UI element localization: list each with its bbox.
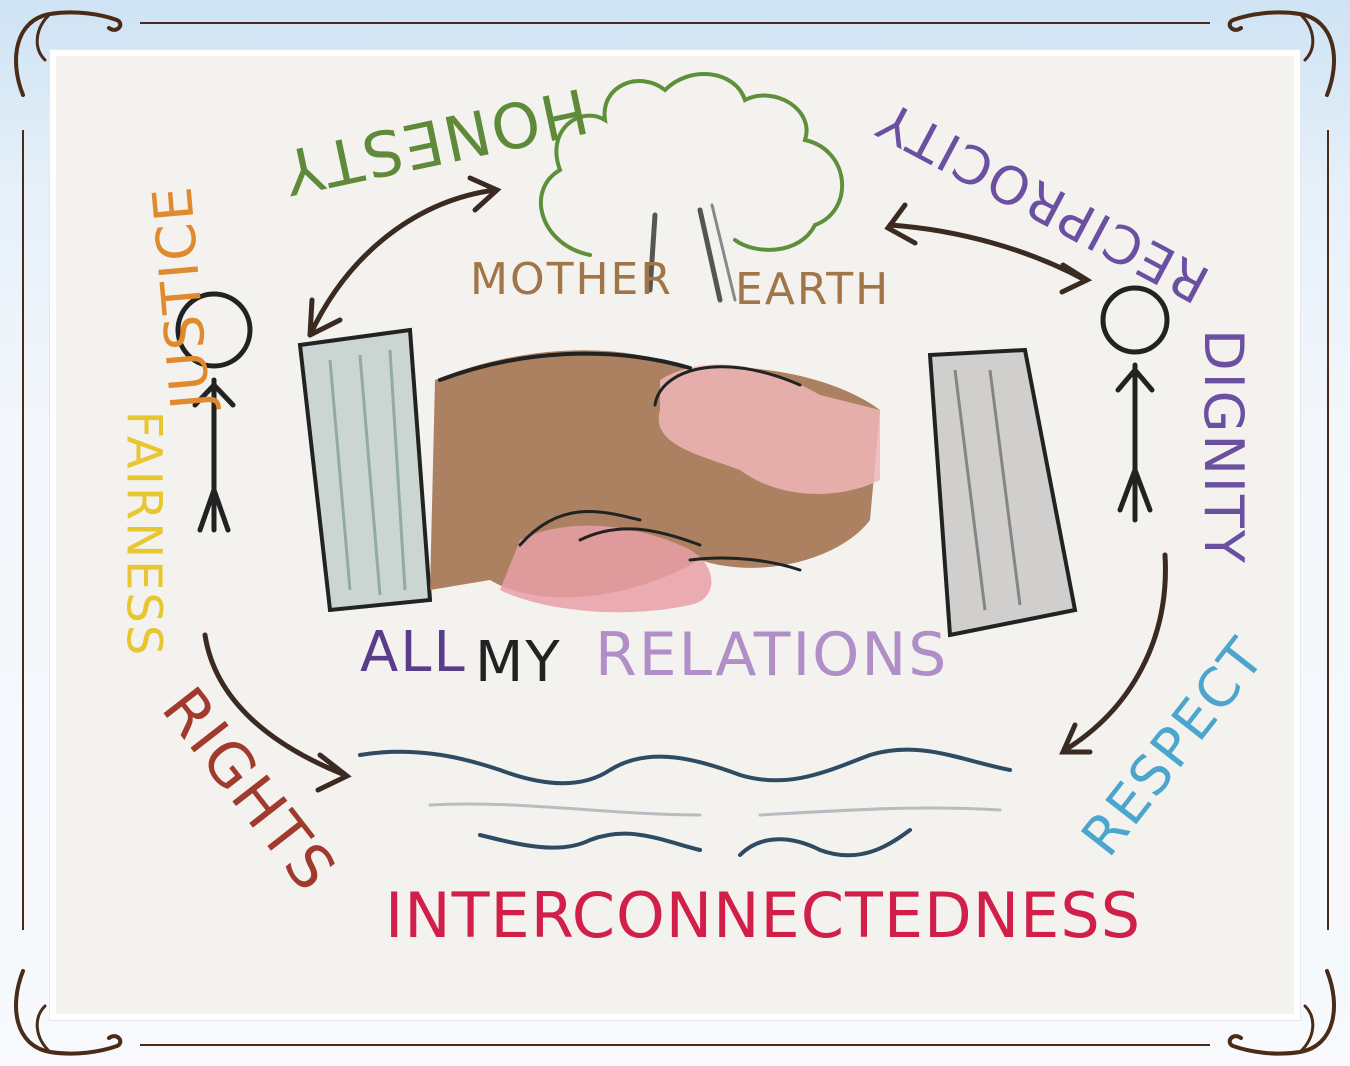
frame-bottom-line (140, 1044, 1210, 1046)
tree-icon (538, 72, 845, 303)
word-mother: MOTHER (470, 254, 673, 305)
word-dignity: DIGNITY (1191, 329, 1255, 565)
corner-flourish-icon (14, 10, 123, 97)
handshake-icon (297, 327, 1078, 638)
frame-right-line (1327, 130, 1329, 930)
frame-left-line (22, 130, 24, 930)
curved-arrow-icon (202, 175, 1168, 793)
person-icon (1100, 285, 1170, 523)
word-fairness: FAIRNESS (115, 410, 172, 658)
water-waves-icon (358, 747, 1012, 858)
corner-flourish-icon (1227, 10, 1336, 97)
word-my: MY (475, 630, 562, 695)
word-interconnectedness: INTERCONNECTEDNESS (385, 879, 1142, 952)
corner-flourish-icon (14, 969, 123, 1056)
corner-flourish-icon (1227, 969, 1336, 1056)
word-earth: EARTH (735, 264, 891, 315)
person-icon (175, 291, 253, 533)
word-all: ALL (360, 620, 467, 685)
frame-top-line (140, 22, 1210, 24)
word-relations: RELATIONS (595, 620, 949, 690)
